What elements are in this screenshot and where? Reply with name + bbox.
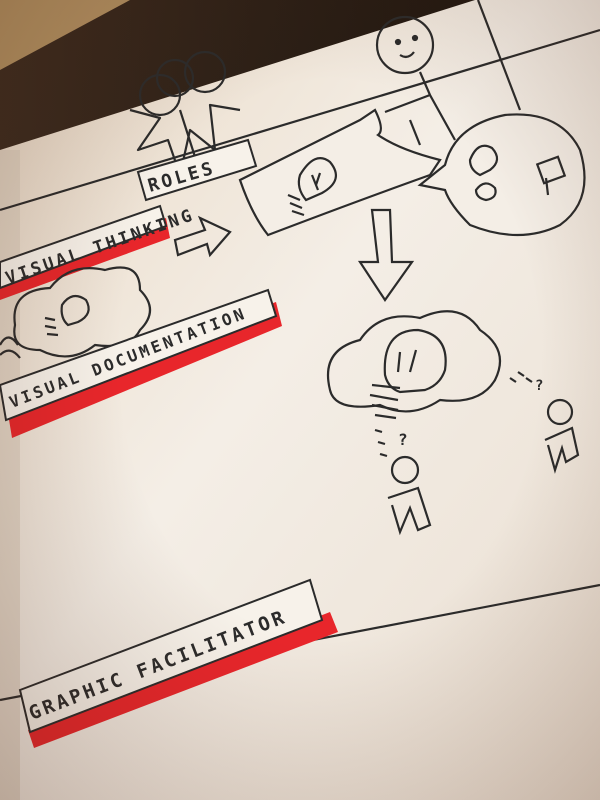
question-mark-2: ?: [535, 378, 546, 394]
thought-bubble-ideas: [417, 113, 586, 237]
roles-label-box: ROLES: [136, 138, 258, 202]
person-small-right: [544, 398, 580, 474]
question-mark-1: ?: [398, 430, 411, 449]
idea-cloud-center: [326, 310, 502, 420]
idea-document-icon: [238, 108, 442, 237]
idea-cloud-left: [0, 266, 152, 359]
arrow-down-icon: [357, 208, 415, 302]
person-small-center: [387, 455, 432, 536]
presenter-figure: [375, 15, 456, 146]
thought-trail-right: [509, 371, 533, 383]
arrow-right-icon: [173, 215, 232, 258]
thought-trail-left: [374, 428, 388, 458]
